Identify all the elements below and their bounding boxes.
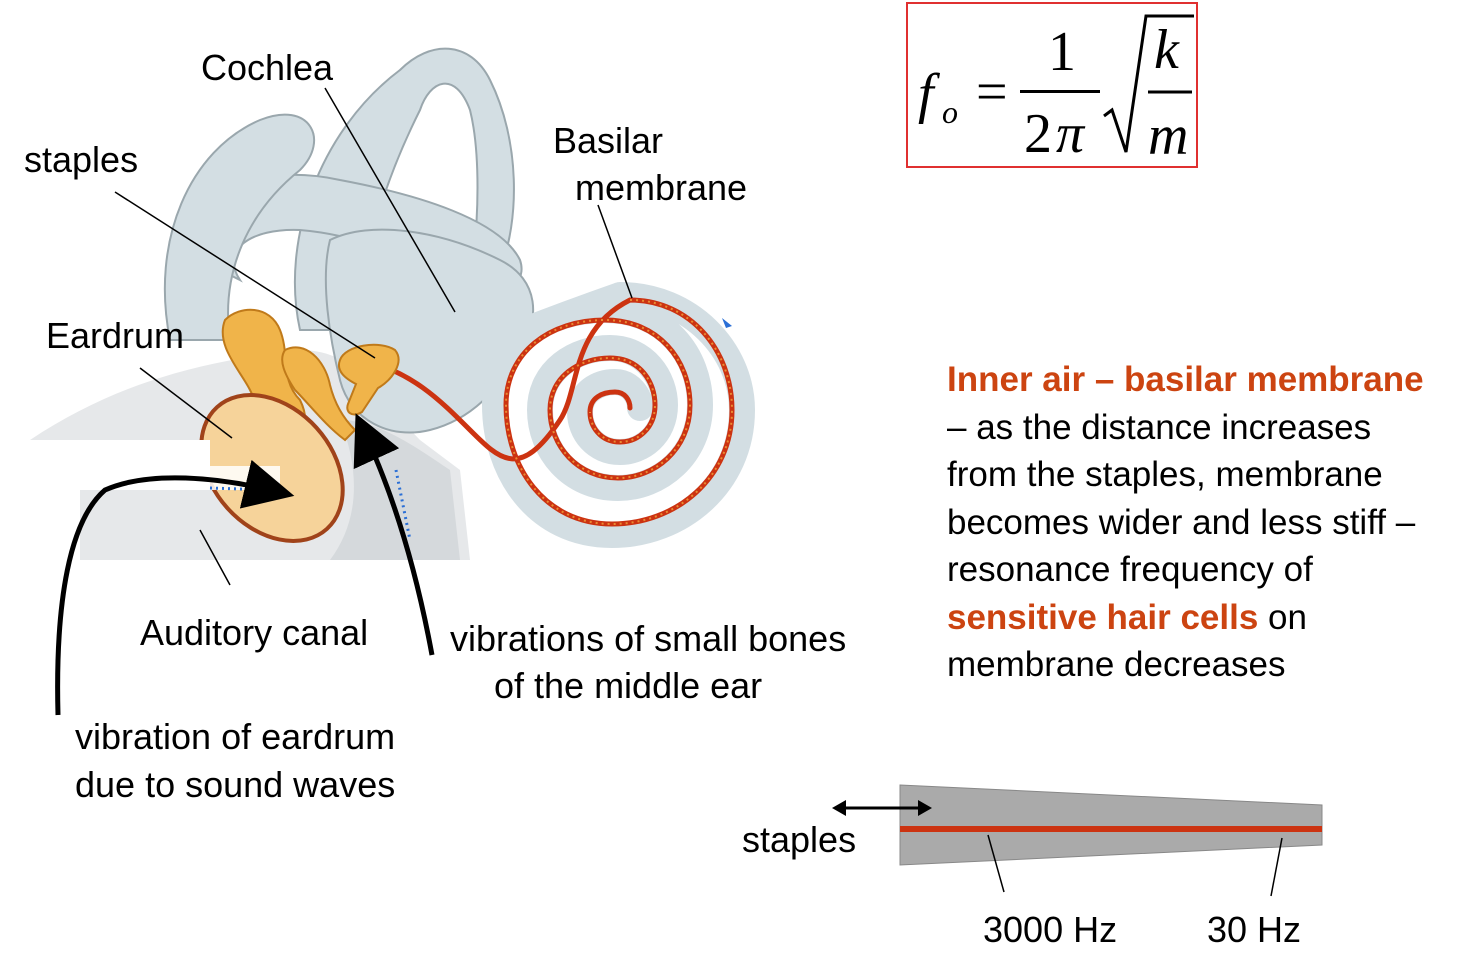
basilar-label-line2: membrane xyxy=(575,167,748,208)
staples-label-bottom: staples xyxy=(742,819,857,860)
freq-high-label: 3000 Hz xyxy=(983,909,1118,950)
description-text: Inner air – basilar membrane – as the di… xyxy=(947,356,1447,689)
stapes-bone xyxy=(338,343,400,416)
description-body-2: on membrane decreases xyxy=(947,597,1307,685)
small-bones-arrow xyxy=(353,413,435,656)
eardrum-vibration-arrow xyxy=(55,459,295,716)
basilar-band-glow xyxy=(504,299,734,526)
blue-mark xyxy=(722,318,732,328)
canal-leader xyxy=(199,529,231,586)
cochlea-label: Cochlea xyxy=(201,47,334,88)
auditory-canal-label: Auditory canal xyxy=(140,612,369,653)
double-arrow-icon xyxy=(832,800,932,816)
formula-subscript: o xyxy=(942,94,958,130)
formula-m: m xyxy=(1148,105,1189,167)
small-bones-label-line1: vibrations of small bones xyxy=(450,618,847,659)
eardrum-label: Eardrum xyxy=(46,315,185,356)
basilar-band xyxy=(357,297,735,527)
basilar-label-line1: Basilar xyxy=(553,120,664,161)
formula-numerator: 1 xyxy=(1048,21,1076,83)
radical-sign xyxy=(1103,14,1194,153)
formula-k: k xyxy=(1154,19,1179,81)
formula-pi: π xyxy=(1056,103,1085,165)
membrane-schematic xyxy=(899,784,1323,866)
eardrum-leader xyxy=(139,367,233,439)
formula-f: f xyxy=(918,63,934,125)
staples-leader xyxy=(114,191,376,359)
staples-label-top: staples xyxy=(24,139,139,180)
cochlea-duct xyxy=(395,282,625,393)
description-heading: Inner air – basilar membrane xyxy=(947,360,1424,399)
formula-denominator-number: 2 xyxy=(1024,103,1052,165)
cochlea-spiral-tube xyxy=(481,282,756,549)
semicircular-canal-posterior xyxy=(163,113,316,341)
incus-bone xyxy=(281,346,357,442)
eardrum-vibration-label-line2: due to sound waves xyxy=(75,764,396,805)
basilar-leader xyxy=(597,204,633,299)
eardrum-vibration-label-line1: vibration of eardrum xyxy=(75,716,396,757)
low-freq-leader xyxy=(1270,837,1283,897)
small-bones-label-line2: of the middle ear xyxy=(494,665,763,706)
freq-low-label: 30 Hz xyxy=(1207,909,1302,950)
formula-fraction-bar xyxy=(1020,90,1100,93)
eardrum-mask xyxy=(80,440,210,490)
description-highlight: sensitive hair cells xyxy=(947,597,1259,637)
formula-equals: = xyxy=(976,61,1008,123)
description-body-1: – as the distance increases from the sta… xyxy=(947,407,1416,590)
cochlea-leader xyxy=(324,87,456,313)
resonance-formula: f o = 1 2 π k m xyxy=(906,2,1198,168)
high-freq-leader xyxy=(987,834,1005,893)
